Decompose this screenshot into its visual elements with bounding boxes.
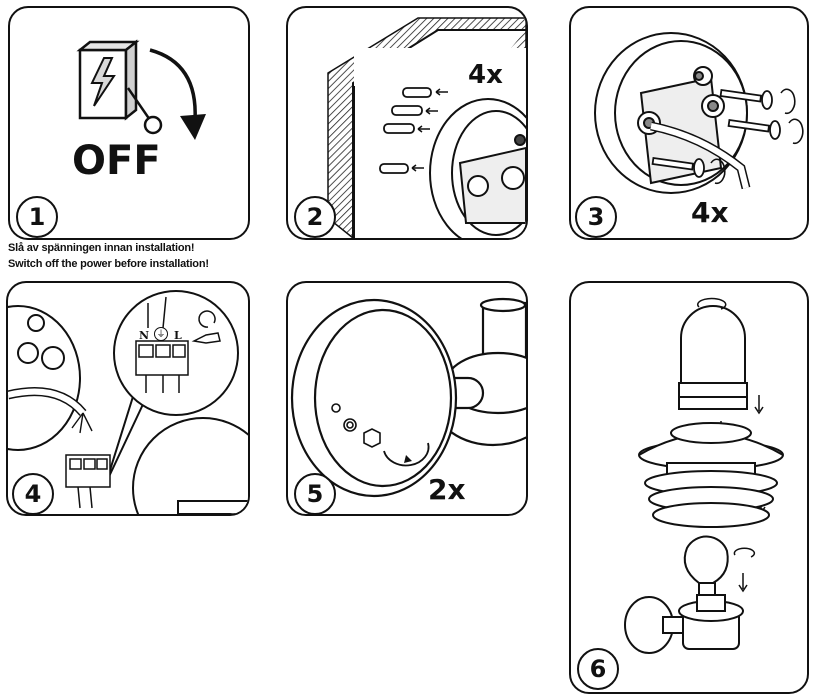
terminal-block <box>135 296 189 393</box>
insert-arrow-icon <box>411 88 448 172</box>
terminal-label-l: L <box>174 329 182 342</box>
light-bulb-icon <box>683 535 729 598</box>
step-number-2: 2 <box>294 196 336 238</box>
rotation-arrow-icon <box>710 88 804 185</box>
quantity-label: 4x <box>691 196 729 229</box>
screw-mounting-illustration <box>594 32 804 194</box>
quantity-label: 2x <box>428 473 466 506</box>
earth-ground-icon: ⏚ <box>154 327 168 341</box>
wall-plug <box>379 87 432 174</box>
warning-caption-swedish: Slå av spänningen innan installation! <box>8 242 195 254</box>
screw <box>651 89 781 178</box>
lamp-shade <box>638 422 784 528</box>
off-label: OFF <box>72 138 161 184</box>
screw <box>331 403 381 448</box>
lamp-assembly-illustration <box>624 297 784 654</box>
terminal-block <box>65 454 111 509</box>
panel-step-6: 6 <box>569 281 809 694</box>
lamp-base <box>429 98 526 238</box>
panel-step-4: N ⏚ L 4 <box>6 281 250 516</box>
wall-plugs-illustration <box>327 17 526 238</box>
rotation-arrow-icon <box>383 442 430 467</box>
step-number-1: 1 <box>16 196 58 238</box>
power-switch-illustration <box>76 39 206 140</box>
wiring-illustration <box>8 290 248 514</box>
terminal-label-n: N <box>139 329 150 342</box>
panel-step-5: 2x 5 <box>286 281 528 516</box>
wall-plate <box>290 298 458 498</box>
panel-step-2: 4x 2 <box>286 6 528 240</box>
quantity-label: 4x <box>468 60 503 90</box>
screwdriver-icon <box>191 310 221 344</box>
panel-step-3: 4x 3 <box>569 6 809 240</box>
off-arrow-icon <box>149 48 197 121</box>
rotation-arrow-icon <box>697 297 727 310</box>
step-number-4: 4 <box>12 473 54 514</box>
lamp-body <box>132 417 248 514</box>
warning-caption-english: Switch off the power before installation… <box>8 258 209 270</box>
lamp-base <box>8 305 81 451</box>
rotation-arrow-icon <box>733 547 756 558</box>
glass-dome <box>678 305 748 410</box>
step-number-3: 3 <box>575 196 617 238</box>
panel-step-1: OFF 1 <box>8 6 250 240</box>
mount-fixture-illustration <box>290 297 526 498</box>
lamp-base <box>624 594 744 654</box>
step-number-6: 6 <box>577 648 619 690</box>
power-switch-icon <box>76 39 163 135</box>
step-number-5: 5 <box>294 473 336 514</box>
lightning-icon <box>90 57 116 107</box>
